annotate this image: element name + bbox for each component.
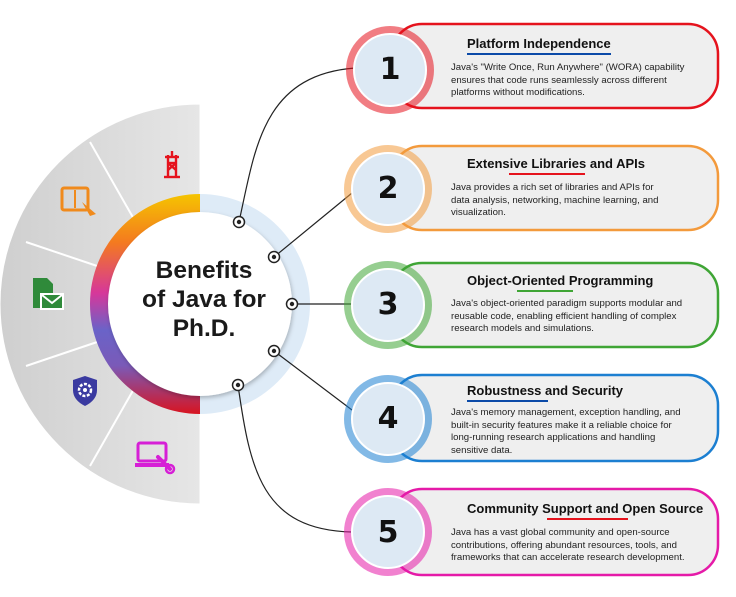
benefit-description: Java provides a rich set of libraries an… (451, 182, 658, 220)
desc-line: visualization. (451, 207, 506, 219)
title-underline (517, 290, 574, 292)
benefit-cards (344, 22, 720, 577)
center-circle (108, 212, 292, 396)
benefit-title: Platform Independence (467, 36, 611, 55)
desc-line: sensitive data. (451, 444, 513, 456)
title-line: Benefits (155, 257, 253, 284)
title-underline (467, 53, 611, 55)
center-title: Benefits of Java for Ph.D. (118, 256, 290, 343)
title-underline (509, 173, 585, 175)
desc-line: Java's object-oriented paradigm supports… (451, 298, 683, 309)
desc-line: Java provides a rich set of libraries an… (451, 182, 654, 193)
benefit-title: Community Support and Open Source (467, 501, 704, 520)
desc-line: research models and simulations. (451, 323, 594, 335)
benefit-title-text: Object-Oriented Programming (467, 273, 654, 288)
oil-derrick-icon (164, 151, 180, 179)
benefit-description: Java's memory management, exception hand… (451, 407, 681, 457)
benefit-title-text: Platform Independence (467, 36, 611, 51)
benefit-title-text: Robustness and Security (467, 383, 624, 398)
number-badge (351, 268, 425, 342)
benefit-title: Robustness and Security (467, 383, 624, 402)
benefit-description: Java's "Write Once, Run Anywhere" (WORA)… (451, 62, 684, 100)
title-line: Ph.D. (172, 315, 236, 342)
desc-line: reusable code, enabling efficient handli… (451, 310, 677, 322)
benefit-description: Java has a vast global community and ope… (451, 527, 685, 565)
desc-line: platforms without modifications. (451, 87, 585, 99)
desc-line: Java's "Write Once, Run Anywhere" (WORA)… (451, 62, 685, 73)
benefit-number: 3 (377, 287, 399, 322)
shield-gear-icon (73, 376, 97, 406)
benefit-number: 4 (377, 401, 399, 436)
desc-line: Java has a vast global community and ope… (451, 527, 670, 538)
benefit-number: 5 (377, 515, 399, 550)
book-icon (60, 186, 96, 216)
benefit-title: Extensive Libraries and APIs (467, 156, 645, 175)
title-underline (467, 400, 549, 402)
document-mail-icon (33, 278, 64, 310)
title-line: of Java for (142, 286, 266, 313)
number-badge (351, 495, 425, 569)
desc-line: Java's memory management, exception hand… (451, 407, 681, 418)
desc-line: frameworks that can accelerate research … (451, 552, 685, 564)
desc-line: built-in security features make it a rel… (451, 419, 672, 431)
benefit-title-text: Community Support and Open Source (467, 501, 704, 516)
benefit-description: Java's object-oriented paradigm supports… (451, 298, 682, 336)
benefit-title-text: Extensive Libraries and APIs (467, 156, 645, 171)
desc-line: long-running research applications and h… (451, 432, 656, 444)
benefit-number: 2 (377, 171, 399, 206)
title-underline (547, 518, 629, 520)
desc-line: contributions, offering abundant resourc… (451, 539, 677, 551)
benefit-number: 1 (379, 52, 401, 87)
laptop-wrench-icon (135, 441, 176, 475)
connector-dots (231, 215, 299, 392)
connector-lines (237, 67, 356, 533)
number-badge (353, 33, 427, 107)
benefit-title: Object-Oriented Programming (467, 273, 654, 292)
desc-line: ensures that code runs seamlessly across… (451, 74, 667, 86)
number-badge (351, 382, 425, 456)
desc-line: data analysis, networking, machine learn… (451, 194, 659, 206)
number-badge (351, 152, 425, 226)
